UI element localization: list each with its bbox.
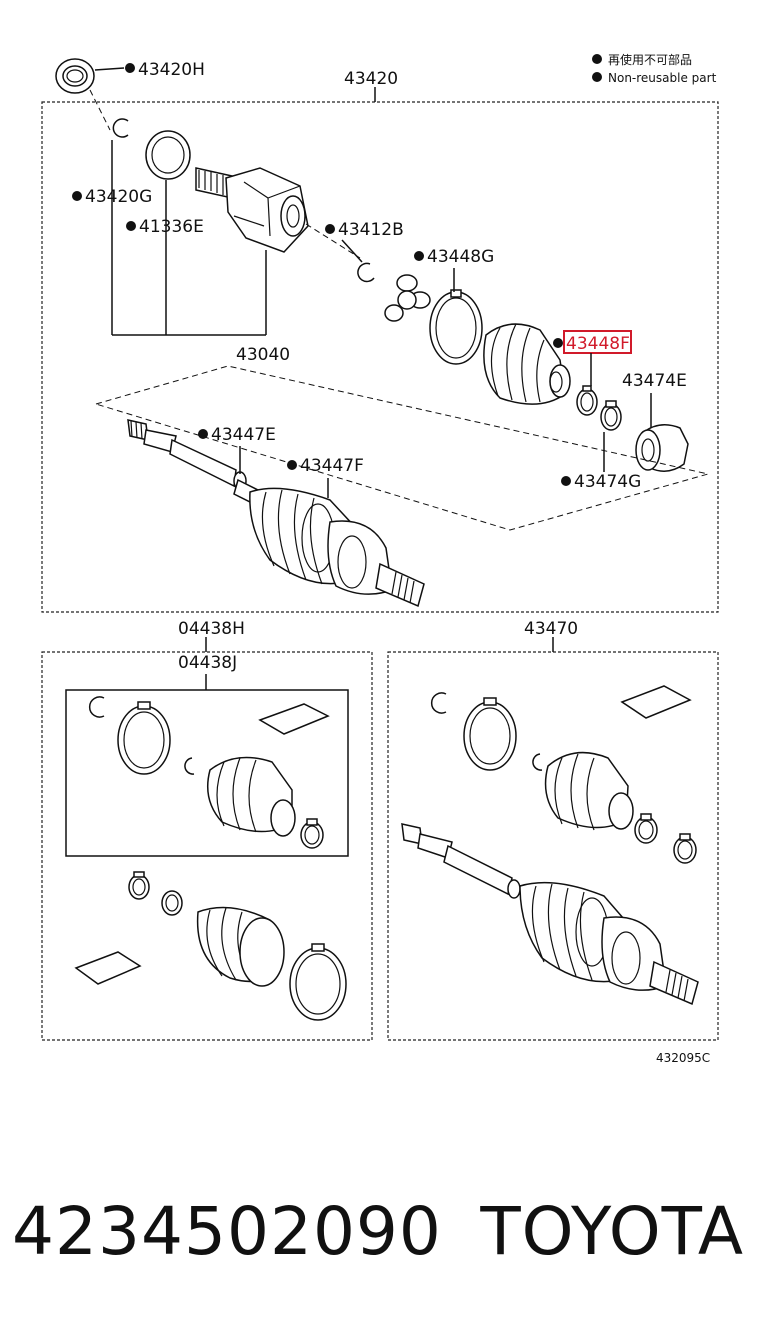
legend: 再使用不可部品 Non-reusable part (592, 52, 717, 85)
label-43470[interactable]: 43470 (524, 619, 578, 639)
label-04438h[interactable]: 04438H (178, 619, 245, 639)
kit-inner-box (65, 689, 349, 857)
legend-english: Non-reusable part (608, 71, 717, 85)
label-43447e[interactable]: 43447E (211, 425, 276, 445)
label-43474e[interactable]: 43474E (622, 371, 687, 391)
label-43448g[interactable]: 43448G (427, 247, 494, 267)
inboard-joint-housing-part (195, 167, 309, 253)
footer: 4234502090 TOYOTA (12, 1192, 748, 1272)
dynamic-damper-43474e-part (635, 424, 689, 472)
assembly-box-43420 (41, 101, 719, 613)
label-43412b[interactable]: 43412B (338, 220, 404, 240)
axle-subassembly-outline (94, 365, 709, 531)
label-43447f[interactable]: 43447F (300, 456, 364, 476)
inboard-boot-part (483, 323, 571, 405)
seal-ring-41336e-part (145, 130, 191, 180)
legend-japanese: 再使用不可部品 (608, 52, 692, 67)
kit-43470-parts (401, 685, 699, 1006)
part-number: 4234502090 (12, 1193, 442, 1270)
snap-ring-43412b-part (357, 262, 375, 283)
label-43040[interactable]: 43040 (236, 345, 290, 365)
brand-name: TOYOTA (480, 1193, 744, 1270)
boot-clamp-43448f-part (576, 385, 598, 416)
highlight-box-43448f (563, 330, 632, 354)
outboard-boot-part (249, 487, 425, 608)
label-43420g[interactable]: 43420G (85, 187, 152, 207)
tripod-joint-part (384, 274, 431, 322)
oil-seal-43420h-part (55, 58, 95, 94)
label-41336e[interactable]: 41336E (139, 217, 204, 237)
snap-ring-43420g-part (112, 118, 129, 138)
label-43420h[interactable]: 43420H (138, 60, 205, 80)
boot-band-43448g-part (429, 289, 483, 365)
label-43474g[interactable]: 43474G (574, 472, 641, 492)
label-43420[interactable]: 43420 (344, 69, 398, 89)
label-04438j[interactable]: 04438J (178, 653, 237, 673)
axle-shaft-part (127, 419, 263, 508)
kit-04438-parts (74, 696, 347, 1021)
boot-clamp-43474g-part (600, 400, 622, 431)
label-43448f[interactable]: 43448F (566, 334, 630, 354)
diagram-reference: 432095C (656, 1051, 710, 1065)
kit-box-04438 (41, 651, 373, 1041)
